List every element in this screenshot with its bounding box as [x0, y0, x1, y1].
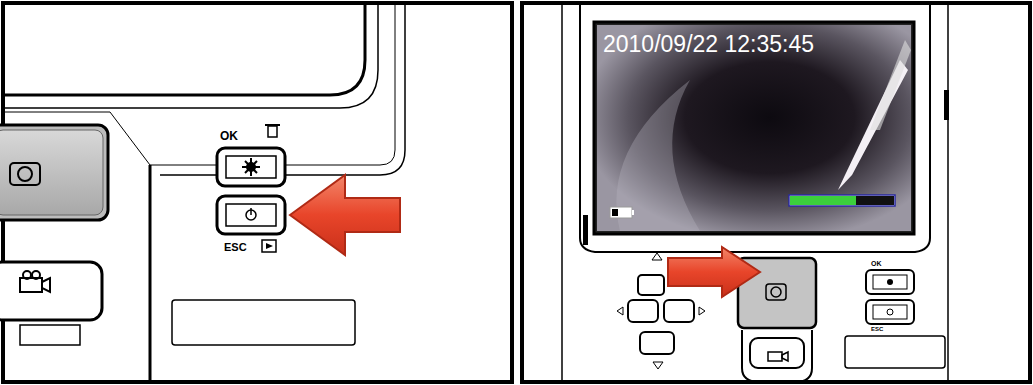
pointer-arrow	[668, 247, 760, 297]
pointer-arrow	[290, 175, 400, 255]
right-panel	[522, 3, 1030, 382]
button-label: OK	[220, 130, 238, 142]
button-label: ESC	[224, 242, 247, 253]
button-label: ESC	[871, 326, 883, 332]
button-label: OK	[871, 260, 882, 267]
timestamp: 2010/09/22 12:35:45	[603, 33, 814, 56]
left-panel	[0, 3, 512, 382]
